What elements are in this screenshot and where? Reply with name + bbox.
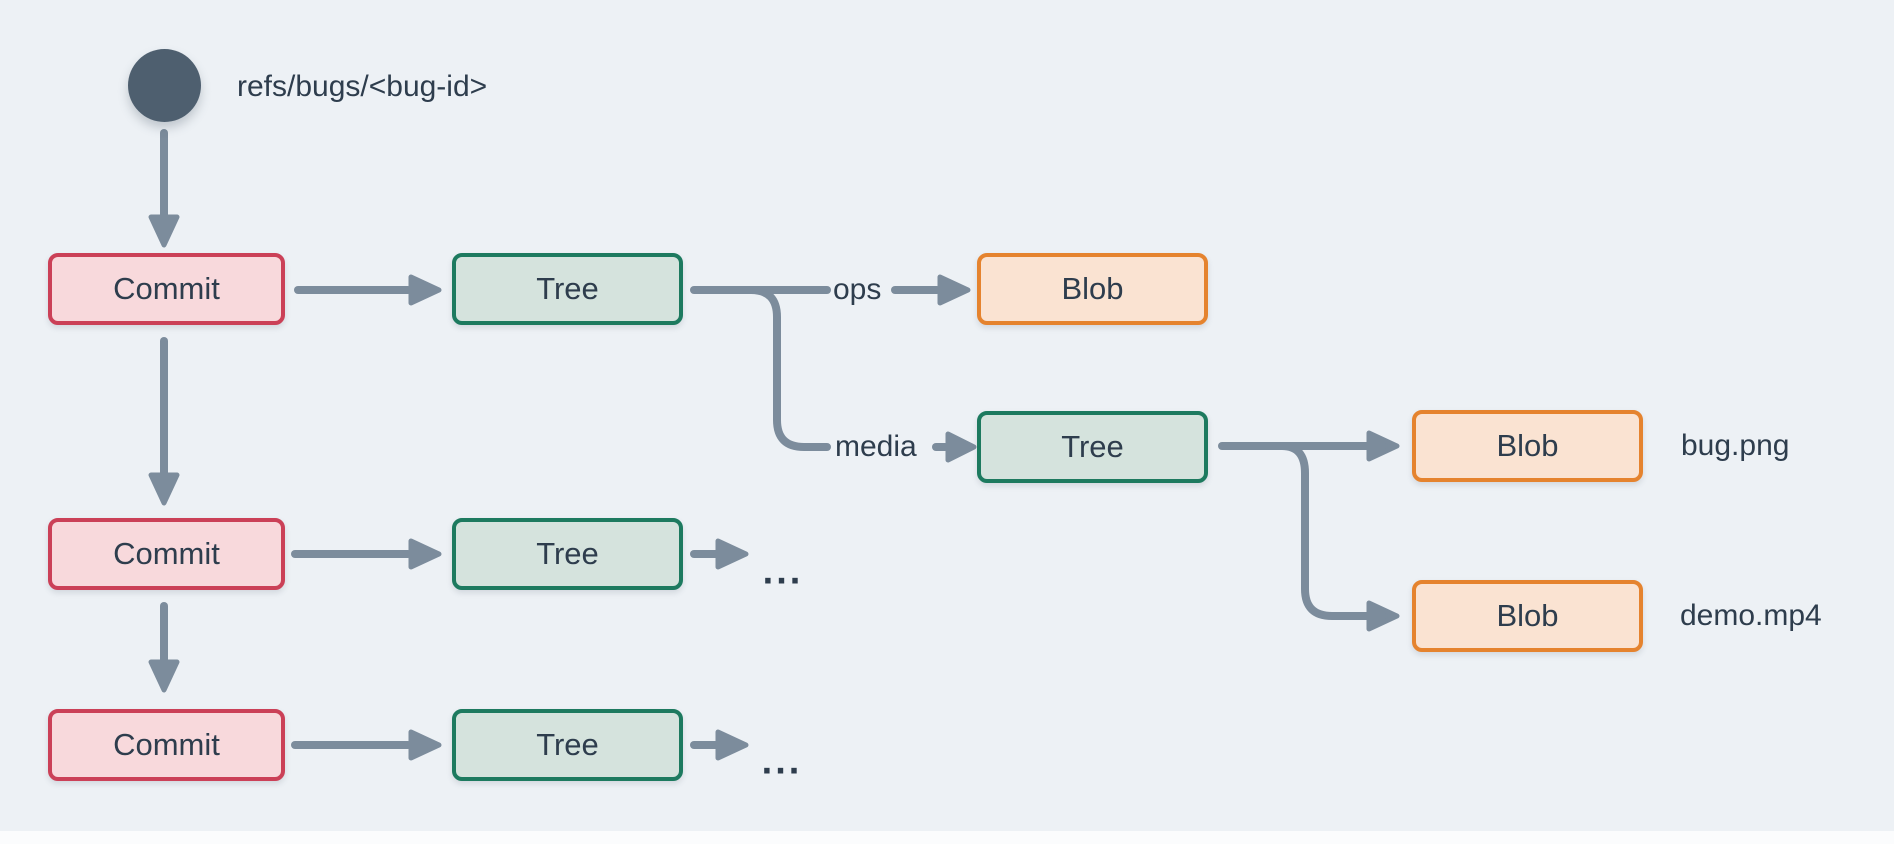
node-blob-ops: Blob — [977, 253, 1208, 325]
node-tree-root-1-label: Tree — [536, 271, 599, 306]
node-commit-1-label: Commit — [113, 271, 220, 306]
bottom-strip — [0, 831, 1894, 844]
arrowhead-media-to-tree — [945, 431, 977, 463]
ref-label: refs/bugs/<bug-id> — [237, 70, 488, 103]
node-tree-root-3: Tree — [452, 709, 683, 781]
arrowhead-commit1-to-commit2 — [148, 472, 180, 506]
arrowhead-ops-to-blob — [937, 274, 971, 306]
arrowhead-commit1-to-tree1 — [408, 274, 442, 306]
node-tree-root-2-label: Tree — [536, 536, 599, 571]
node-tree-media: Tree — [977, 411, 1208, 483]
arrowhead-ref-to-commit1 — [148, 214, 180, 248]
node-commit-3: Commit — [48, 709, 285, 781]
arrowhead-commit2-to-commit3 — [148, 659, 180, 693]
edge-tree1-branch-to-media-label — [747, 286, 831, 451]
ref-circle — [128, 49, 201, 122]
arrowhead-tree-media-branch-to-blob-demo — [1366, 600, 1400, 632]
node-blob-demo-mp4: Blob — [1412, 580, 1643, 652]
node-commit-2: Commit — [48, 518, 285, 590]
arrowhead-tree-row2-to-ellipsis — [715, 538, 749, 570]
file-label-bug-png: bug.png — [1681, 429, 1790, 462]
edge-label-media: media — [835, 430, 917, 463]
file-label-demo-mp4: demo.mp4 — [1680, 599, 1822, 632]
node-blob-bug-png: Blob — [1412, 410, 1643, 482]
node-blob-demo-mp4-label: Blob — [1496, 598, 1559, 633]
ellipsis-row2: ... — [762, 550, 804, 593]
arrowhead-commit2-to-tree-row2 — [408, 538, 442, 570]
node-tree-root-2: Tree — [452, 518, 683, 590]
edge-label-ops: ops — [833, 273, 882, 306]
node-tree-root-1: Tree — [452, 253, 683, 325]
arrowhead-commit3-to-tree-row3 — [408, 729, 442, 761]
node-commit-1: Commit — [48, 253, 285, 325]
arrowhead-tree-media-to-blob-bug — [1366, 430, 1400, 462]
node-tree-media-label: Tree — [1061, 429, 1124, 464]
node-tree-root-3-label: Tree — [536, 727, 599, 762]
ellipsis-row3: ... — [761, 740, 803, 783]
node-blob-bug-png-label: Blob — [1496, 428, 1559, 463]
node-blob-ops-label: Blob — [1061, 271, 1124, 306]
node-commit-2-label: Commit — [113, 536, 220, 571]
arrowhead-tree-row3-to-ellipsis — [715, 729, 749, 761]
node-commit-3-label: Commit — [113, 727, 220, 762]
edge-tree-media-branch-to-blob-demo — [1278, 442, 1371, 620]
